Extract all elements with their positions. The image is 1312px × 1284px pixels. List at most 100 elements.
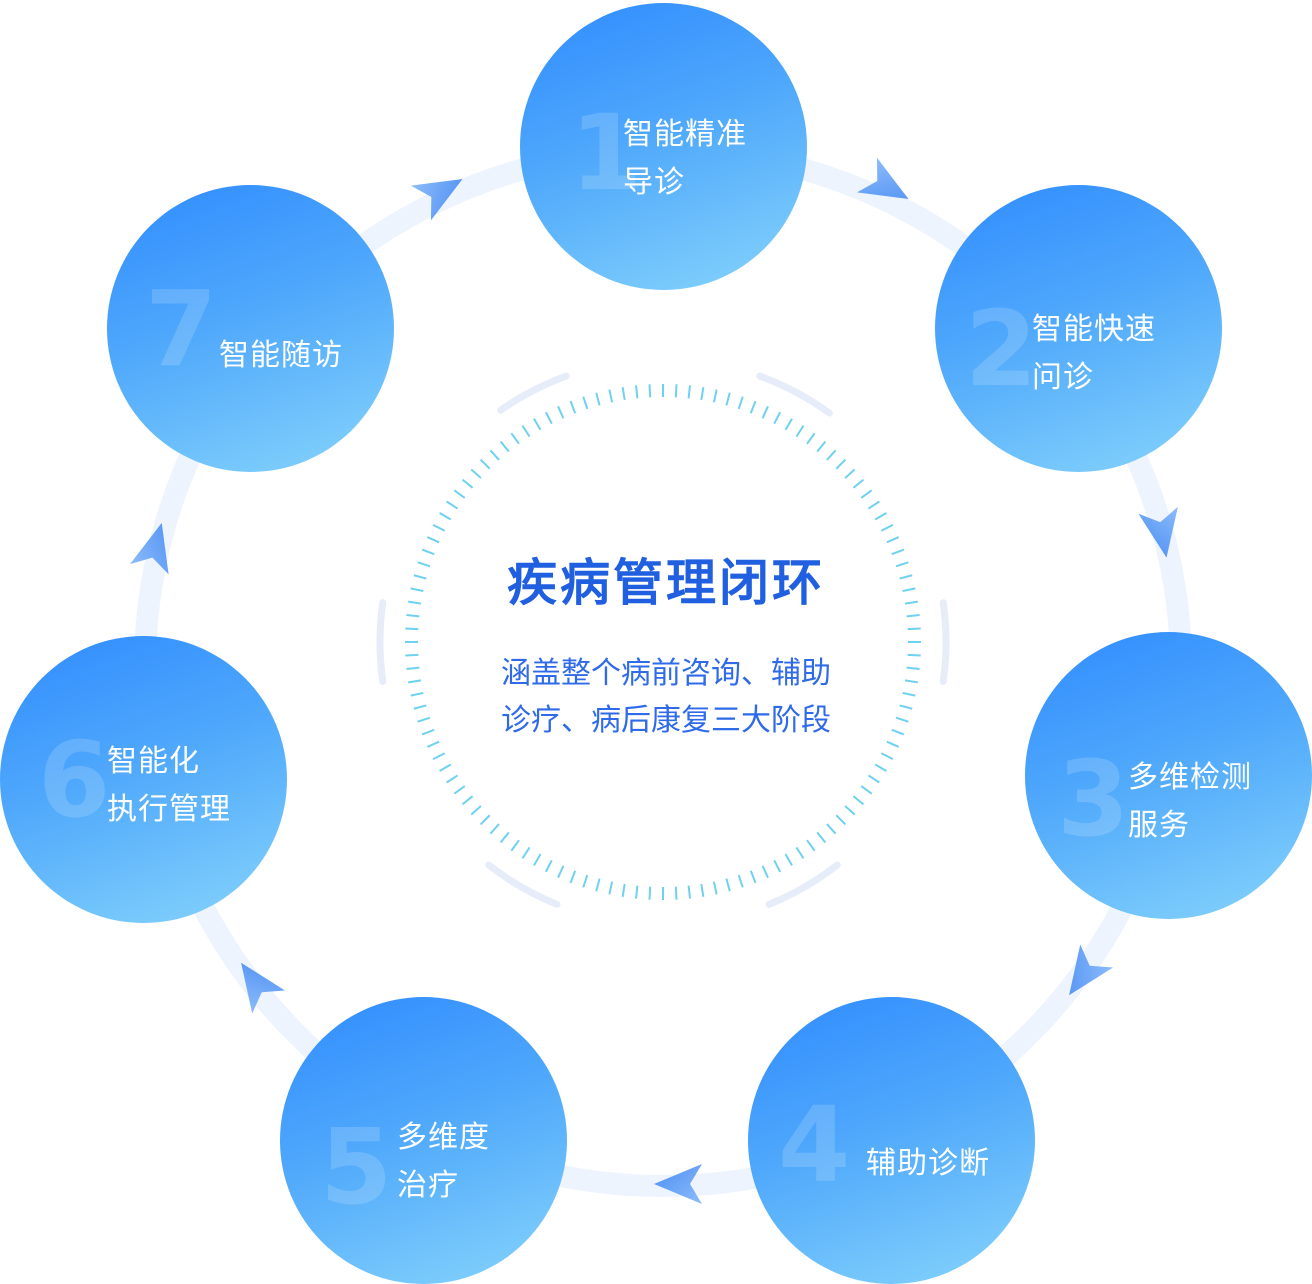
step-label-3: 多维检测 服务 <box>1128 760 1252 843</box>
tick-mark <box>749 870 757 884</box>
step-number-7: 7 <box>145 268 218 390</box>
center-title: 疾病管理闭环 <box>507 554 825 612</box>
flow-arrow-icon <box>129 522 169 575</box>
tick-mark <box>852 795 865 806</box>
tick-mark <box>880 523 894 532</box>
tick-mark <box>479 458 491 470</box>
tick-mark <box>635 385 639 399</box>
accent-arc <box>376 599 387 685</box>
tick-mark <box>874 763 887 772</box>
tick-mark <box>687 885 691 899</box>
center-description: 涵盖整个病前咨询、辅助 诊疗、病后康复三大阶段 <box>501 656 831 738</box>
tick-mark <box>453 785 466 795</box>
tick-mark <box>761 865 769 879</box>
accent-arc <box>497 372 570 414</box>
tick-mark <box>907 627 921 631</box>
tick-mark <box>489 823 500 835</box>
tick-mark <box>895 561 909 568</box>
step-label-5: 多维度 治疗 <box>397 1120 490 1203</box>
tick-mark <box>904 600 918 605</box>
step-node-1[interactable]: 1 智能精准 导诊 <box>520 3 807 290</box>
step-node-3[interactable]: 3 多维检测 服务 <box>1025 632 1312 919</box>
accent-arc <box>756 372 833 417</box>
tick-mark <box>835 814 847 826</box>
tick-mark <box>406 666 420 670</box>
tick-mark <box>417 561 431 568</box>
tick-mark <box>867 774 880 784</box>
tick-mark <box>816 831 827 844</box>
tick-mark <box>479 814 491 826</box>
tick-mark <box>906 614 920 618</box>
tick-mark <box>674 886 678 900</box>
tick-mark <box>835 458 847 470</box>
tick-mark <box>405 627 419 631</box>
tick-mark <box>773 411 782 425</box>
tick-mark <box>470 468 482 479</box>
tick-mark <box>852 478 865 489</box>
tick-mark <box>674 384 678 398</box>
step-label-2: 智能快速 问诊 <box>1032 312 1156 395</box>
step-node-6[interactable]: 6 智能化 执行管理 <box>0 636 287 923</box>
tick-mark <box>439 763 452 772</box>
tick-mark <box>635 885 639 899</box>
tick-mark <box>453 489 466 499</box>
step-label-7: 智能随访 <box>219 338 343 373</box>
tick-mark <box>867 500 880 510</box>
tick-mark <box>700 883 705 897</box>
tick-mark <box>761 405 769 419</box>
tick-mark <box>700 387 705 401</box>
tick-mark <box>413 574 427 580</box>
tick-mark <box>544 859 553 873</box>
accent-arc <box>765 861 841 908</box>
tick-mark <box>902 587 916 593</box>
tick-mark <box>582 396 589 410</box>
tick-mark <box>712 389 718 403</box>
tick-mark <box>510 839 520 852</box>
tick-mark <box>608 389 614 403</box>
tick-mark <box>860 489 873 499</box>
tick-mark <box>687 385 691 399</box>
tick-mark <box>595 878 601 892</box>
flow-arrow-icon <box>856 157 909 199</box>
tick-mark <box>533 418 542 431</box>
tick-mark <box>880 752 894 761</box>
tick-mark <box>421 728 435 736</box>
tick-mark <box>895 716 909 723</box>
flow-arrow-icon <box>1138 506 1178 558</box>
tick-mark <box>621 883 626 897</box>
tick-mark <box>608 881 614 895</box>
step-node-4[interactable]: 4 辅助诊断 <box>748 997 1035 1284</box>
step-node-7[interactable]: 7 智能随访 <box>107 185 394 472</box>
tick-mark <box>906 666 920 670</box>
flow-arrow-icon <box>1069 944 1114 996</box>
tick-mark <box>413 704 427 710</box>
tick-mark <box>432 752 446 761</box>
tick-mark <box>902 691 916 697</box>
tick-mark <box>405 653 419 657</box>
tick-mark <box>899 574 913 580</box>
tick-mark <box>891 548 905 556</box>
tick-mark <box>784 418 793 431</box>
tick-mark <box>886 536 900 544</box>
tick-mark <box>557 405 565 419</box>
flow-arrow-icon <box>241 962 286 1014</box>
tick-mark <box>784 853 793 866</box>
tick-mark <box>907 653 921 657</box>
tick-mark <box>904 679 918 684</box>
tick-mark <box>725 392 731 406</box>
tick-mark <box>582 874 589 888</box>
tick-mark <box>421 548 435 556</box>
step-number-2: 2 <box>965 288 1038 410</box>
tick-mark <box>521 846 531 859</box>
step-number-3: 3 <box>1057 738 1130 860</box>
tick-mark <box>426 536 440 544</box>
tick-mark <box>816 440 827 453</box>
tick-mark <box>432 523 446 532</box>
tick-mark <box>806 839 816 852</box>
tick-mark <box>891 728 905 736</box>
step-node-2[interactable]: 2 智能快速 问诊 <box>935 185 1222 472</box>
step-node-5[interactable]: 5 多维度 治疗 <box>280 997 567 1284</box>
accent-arcs <box>376 372 950 908</box>
step-label-1: 智能精准 导诊 <box>623 117 747 200</box>
